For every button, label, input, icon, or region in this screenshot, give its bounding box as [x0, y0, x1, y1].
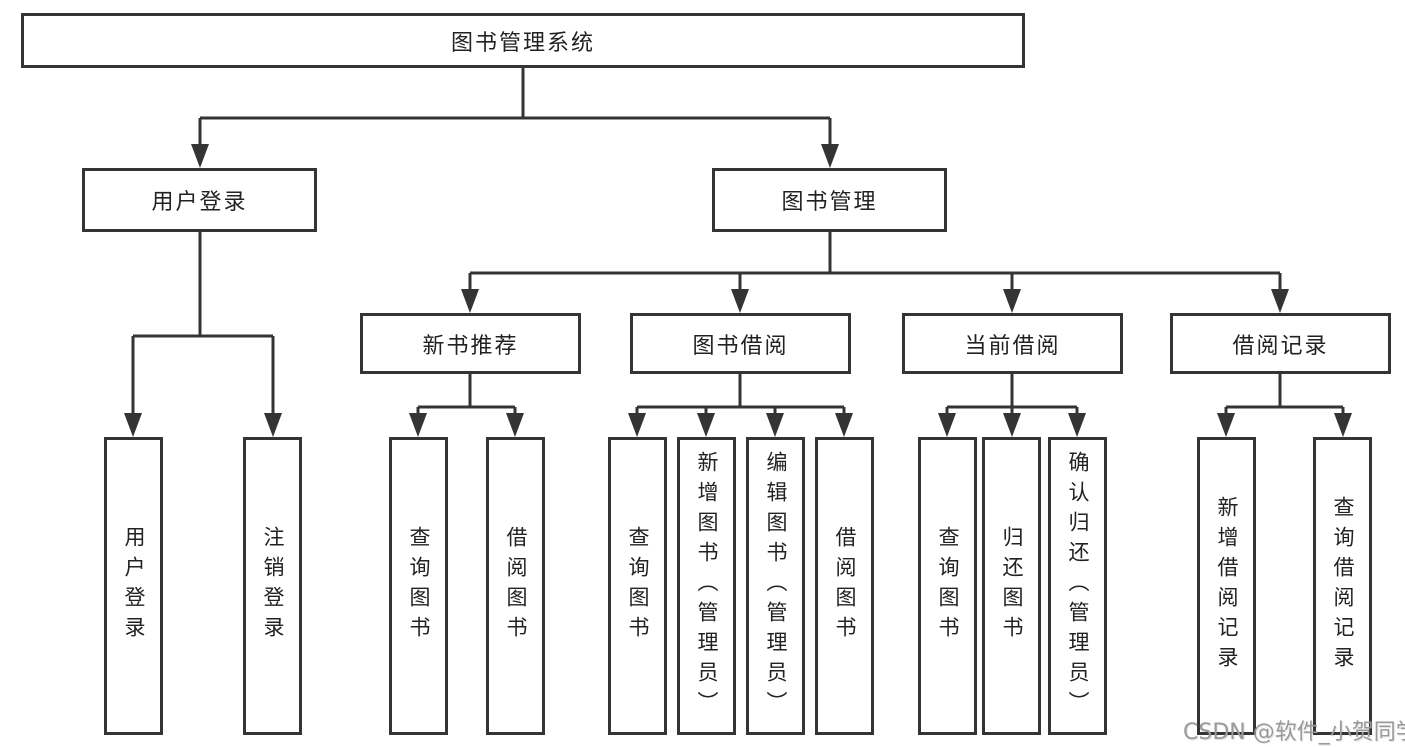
arrowheads	[124, 144, 1352, 437]
leaf-query-borrow-record-label: 查询借阅记录	[1331, 496, 1355, 676]
leaf-borrow-books-borrowing: 借阅图书	[815, 437, 874, 735]
node-borrowing-records-label: 借阅记录	[1232, 333, 1329, 359]
leaf-user-login: 用户登录	[104, 437, 163, 735]
leaf-borrow-books-borrowing-label: 借阅图书	[833, 526, 857, 646]
node-book-borrowing-label: 图书借阅	[692, 333, 789, 359]
leaf-edit-book-admin-label: 编辑图书（管理员）	[764, 451, 788, 721]
node-current-borrowing: 当前借阅	[902, 313, 1123, 374]
node-root: 图书管理系统	[21, 13, 1025, 68]
node-root-label: 图书管理系统	[450, 30, 595, 56]
leaf-confirm-return-admin-label: 确认归还（管理员）	[1066, 451, 1090, 721]
node-current-borrowing-label: 当前借阅	[964, 333, 1061, 359]
leaf-add-book-admin: 新增图书（管理员）	[677, 437, 736, 735]
leaf-query-borrow-record: 查询借阅记录	[1313, 437, 1372, 735]
leaf-query-books-current: 查询图书	[918, 437, 977, 735]
leaf-query-books-recommend-label: 查询图书	[407, 526, 431, 646]
node-user-login-label: 用户登录	[151, 190, 248, 215]
leaf-logout: 注销登录	[243, 437, 302, 735]
leaf-add-borrow-record: 新增借阅记录	[1197, 437, 1256, 735]
node-book-borrowing: 图书借阅	[630, 313, 851, 374]
leaf-return-book-label: 归还图书	[1000, 526, 1024, 646]
leaf-add-book-admin-label: 新增图书（管理员）	[695, 451, 719, 721]
leaf-add-borrow-record-label: 新增借阅记录	[1215, 496, 1239, 676]
leaf-edit-book-admin: 编辑图书（管理员）	[746, 437, 805, 735]
node-book-management-label: 图书管理	[781, 190, 878, 215]
node-book-management: 图书管理	[712, 168, 947, 232]
leaf-borrow-books-recommend-label: 借阅图书	[504, 526, 528, 646]
leaf-query-books-borrowing: 查询图书	[608, 437, 667, 735]
leaf-query-books-current-label: 查询图书	[936, 526, 960, 646]
leaf-logout-label: 注销登录	[261, 526, 285, 646]
node-new-book-recommend: 新书推荐	[360, 313, 581, 374]
node-new-book-recommend-label: 新书推荐	[422, 333, 519, 359]
node-borrowing-records: 借阅记录	[1170, 313, 1391, 374]
watermark: CSDN @软件_小贺同学	[1183, 720, 1405, 745]
leaf-confirm-return-admin: 确认归还（管理员）	[1048, 437, 1107, 735]
node-user-login: 用户登录	[82, 168, 317, 232]
leaf-return-book: 归还图书	[982, 437, 1041, 735]
leaf-query-books-borrowing-label: 查询图书	[626, 526, 650, 646]
leaf-query-books-recommend: 查询图书	[389, 437, 448, 735]
leaf-user-login-label: 用户登录	[122, 526, 146, 646]
leaf-borrow-books-recommend: 借阅图书	[486, 437, 545, 735]
